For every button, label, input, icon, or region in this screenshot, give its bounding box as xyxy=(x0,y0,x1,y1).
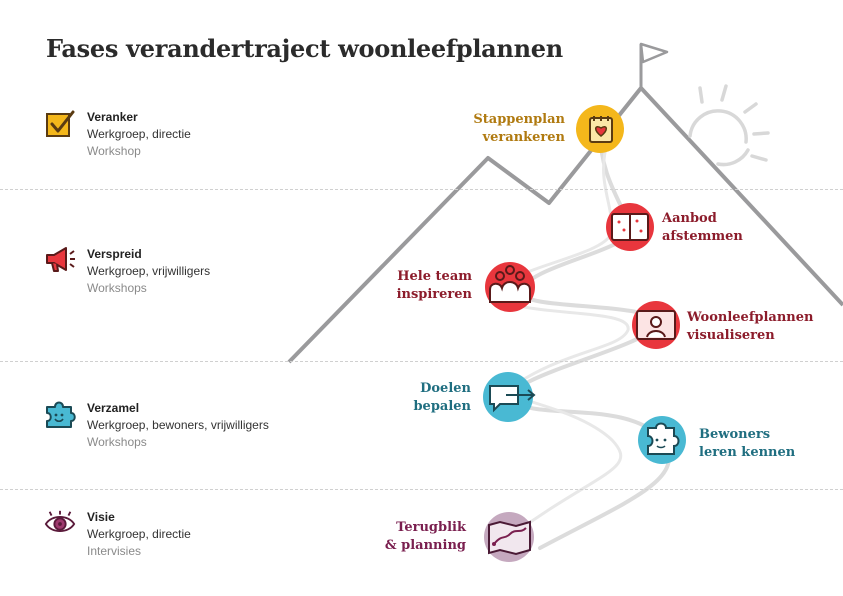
phase-name: Verspreid xyxy=(87,247,142,261)
team-icon xyxy=(489,265,531,303)
step-woonleef[interactable] xyxy=(632,301,680,349)
picture-frame-icon xyxy=(636,310,676,340)
phase-format: Workshops xyxy=(87,281,147,295)
open-book-icon xyxy=(611,213,649,241)
page-title: Fases verandertraject woonleefplannen xyxy=(46,34,563,63)
mountain-outline xyxy=(287,86,843,364)
eye-icon xyxy=(44,510,76,532)
divider-1 xyxy=(0,189,843,190)
phase-name: Veranker xyxy=(87,110,138,124)
phase-participants: Werkgroep, directie xyxy=(87,127,191,141)
phase-participants: Werkgroep, vrijwilligers xyxy=(87,264,211,278)
step-aanbod[interactable] xyxy=(606,203,654,251)
route-map-icon xyxy=(488,520,531,556)
puzzle-icon xyxy=(46,401,76,428)
divider-2 xyxy=(0,361,843,362)
puzzle-piece-icon xyxy=(647,422,680,455)
phase-format: Workshop xyxy=(87,144,141,158)
speech-arrow-icon xyxy=(489,385,536,413)
step-terugblik[interactable] xyxy=(484,512,534,562)
phase-participants: Werkgroep, directie xyxy=(87,527,191,541)
summit-flag-icon xyxy=(639,42,669,88)
phase-format: Workshops xyxy=(87,435,147,449)
phase-name: Visie xyxy=(87,510,115,524)
phase-participants: Werkgroep, bewoners, vrijwilligers xyxy=(87,418,269,432)
step-stappenplan[interactable] xyxy=(576,105,624,153)
label-terugblik: Terugblik& planning xyxy=(384,520,466,553)
megaphone-icon xyxy=(46,247,75,272)
phase-format: Intervisies xyxy=(87,544,142,558)
step-heleteam[interactable] xyxy=(485,262,535,312)
step-bewoners[interactable] xyxy=(638,416,686,464)
notepad-heart-icon xyxy=(589,116,613,143)
sun-icon xyxy=(688,84,770,167)
divider-3 xyxy=(0,489,843,490)
checkbox-icon xyxy=(46,110,75,137)
phase-name: Verzamel xyxy=(87,401,140,415)
route-path-secondary xyxy=(498,138,630,542)
step-doelen[interactable] xyxy=(483,372,536,422)
